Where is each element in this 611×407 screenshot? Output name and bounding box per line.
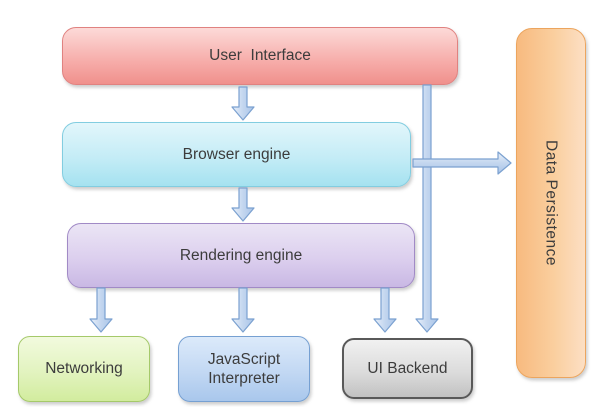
arrow-ui-to-browser-engine <box>231 86 255 121</box>
box-rendering-engine-label: Rendering engine <box>179 246 303 264</box>
arrow-rendering-to-js-interpreter <box>231 287 255 333</box>
box-data-persistence: Data Persistence <box>516 28 586 378</box>
box-networking: Networking <box>18 336 150 402</box>
box-user-interface-label: User Interface <box>209 47 311 65</box>
box-data-persistence-label: Data Persistence <box>542 139 560 267</box>
box-networking-label: Networking <box>45 360 123 378</box>
box-ui-backend: UI Backend <box>342 338 473 399</box>
arrow-rendering-to-ui-backend <box>373 287 397 333</box>
box-browser-engine: Browser engine <box>62 122 411 187</box>
arrow-ui-to-ui-backend <box>415 84 439 333</box>
arrow-browser-to-rendering-engine <box>231 187 255 222</box>
box-browser-engine-label: Browser engine <box>182 145 291 163</box>
arrow-browser-to-data-persistence <box>412 151 512 175</box>
box-ui-backend-label: UI Backend <box>367 359 448 377</box>
box-javascript-interpreter: JavaScript Interpreter <box>178 336 310 402</box>
box-rendering-engine: Rendering engine <box>67 223 415 288</box>
box-javascript-interpreter-label: JavaScript Interpreter <box>207 350 285 387</box>
box-user-interface: User Interface <box>62 27 458 85</box>
arrow-rendering-to-networking <box>89 287 113 333</box>
